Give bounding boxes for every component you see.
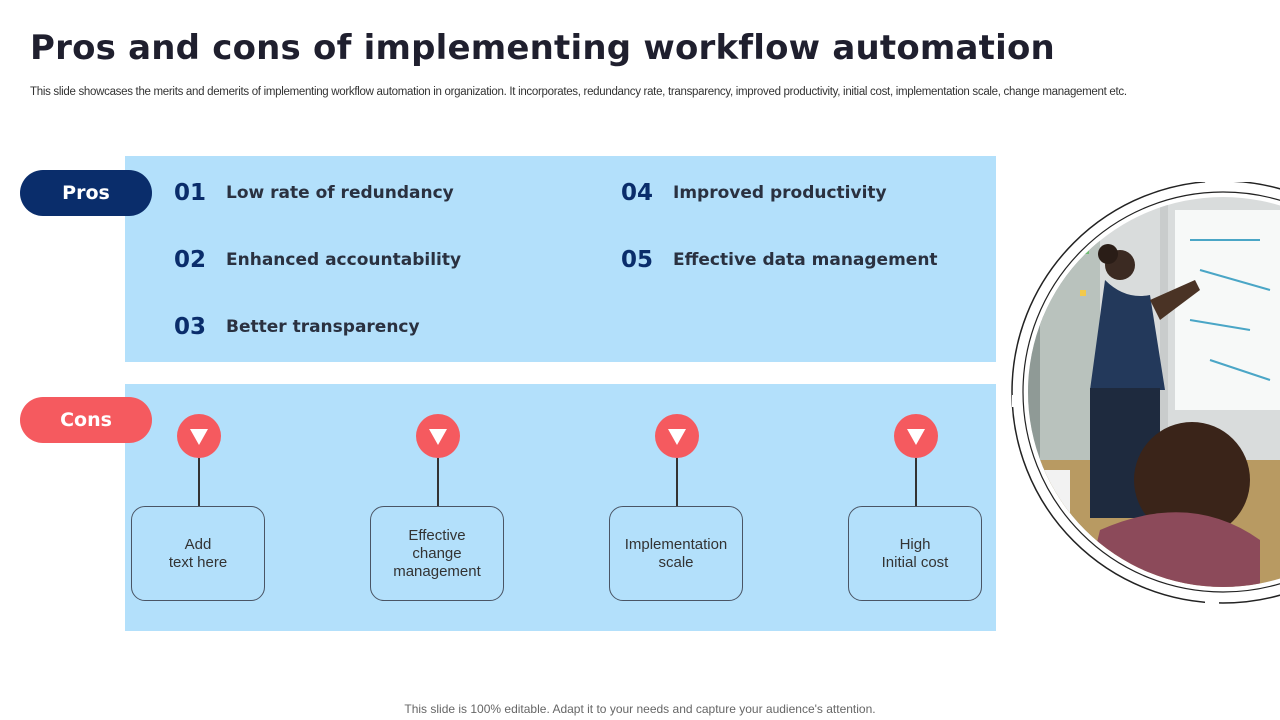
pro-number: 02	[174, 247, 207, 273]
pro-label: Effective data management	[673, 250, 938, 270]
page-subtitle: This slide showcases the merits and deme…	[30, 86, 1127, 98]
office-meeting-photo	[1008, 182, 1280, 606]
connector-line	[676, 458, 678, 506]
pro-label: Improved productivity	[673, 183, 887, 203]
pros-panel	[125, 156, 996, 362]
down-triangle-icon	[655, 414, 699, 458]
pro-item-2: 02 Enhanced accountability	[174, 247, 461, 273]
footer-note: This slide is 100% editable. Adapt it to…	[404, 702, 876, 716]
cons-pill: Cons	[20, 397, 152, 443]
page-title: Pros and cons of implementing workflow a…	[30, 28, 1055, 68]
connector-line	[437, 458, 439, 506]
con-box: Add text here	[131, 506, 265, 601]
connector-line	[198, 458, 200, 506]
con-box: Effective change management	[370, 506, 504, 601]
down-triangle-icon	[177, 414, 221, 458]
con-box: Implementation scale	[609, 506, 743, 601]
pro-label: Better transparency	[226, 317, 420, 337]
pro-item-3: 03 Better transparency	[174, 314, 420, 340]
pro-label: Enhanced accountability	[226, 250, 462, 270]
pros-pill: Pros	[20, 170, 152, 216]
pro-item-5: 05 Effective data management	[621, 247, 938, 273]
pro-item-4: 04 Improved productivity	[621, 180, 887, 206]
connector-line	[915, 458, 917, 506]
pro-number: 05	[621, 247, 654, 273]
pro-number: 04	[621, 180, 654, 206]
con-box: High Initial cost	[848, 506, 982, 601]
pro-number: 01	[174, 180, 207, 206]
pro-item-1: 01 Low rate of redundancy	[174, 180, 454, 206]
down-triangle-icon	[416, 414, 460, 458]
pro-label: Low rate of redundancy	[226, 183, 454, 203]
pro-number: 03	[174, 314, 207, 340]
down-triangle-icon	[894, 414, 938, 458]
